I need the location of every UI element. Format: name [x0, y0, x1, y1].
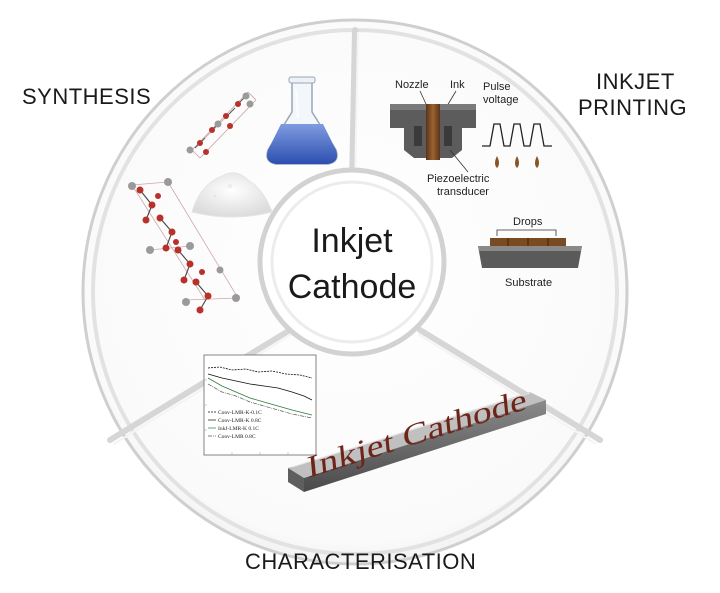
piezo-label-line1: Piezoelectric: [427, 173, 490, 185]
pulse-label-line1: Pulse: [483, 81, 511, 93]
dish-dividers: [107, 27, 603, 443]
section-label-synthesis: SYNTHESIS: [22, 84, 152, 109]
printhead-diagram: Nozzle Ink Piezoelectric transducer: [390, 79, 490, 198]
center-hub-inner: [270, 180, 434, 344]
section-label-characterisation: CHARACTERISATION: [245, 549, 477, 574]
legend-entry-2: Conv-LMR-K 0.8C: [218, 418, 262, 424]
section-label-inkjet-line1: INKJET: [596, 69, 675, 94]
ink-label: Ink: [450, 79, 465, 91]
center-label-line1: Inkjet: [311, 222, 393, 260]
powder-pile: [191, 172, 273, 218]
pulse-voltage-diagram: Pulse voltage: [482, 81, 552, 168]
piezo-label-line2: transducer: [437, 186, 489, 198]
section-label-inkjet-printing: INKJET PRINTING: [578, 69, 687, 121]
flask-icon: [266, 76, 338, 165]
pulse-label-line2: voltage: [483, 94, 518, 106]
substrate-label: Substrate: [505, 277, 552, 289]
legend-entry-3: InkJ-LMR-K 0.1C: [218, 426, 259, 432]
legend-entry-4: Conv-LMR 0.8C: [218, 434, 256, 440]
small-crystal-lattice: [186, 91, 257, 159]
substrate-diagram: Drops Substrate: [478, 216, 582, 289]
plot-legend: Conv-LMR-K-0.1C Conv-LMR-K 0.8C InkJ-LMR…: [208, 410, 262, 440]
legend-entry-1: Conv-LMR-K-0.1C: [218, 410, 262, 416]
section-label-inkjet-line2: PRINTING: [578, 95, 688, 120]
performance-plot: Conv-LMR-K-0.1C Conv-LMR-K 0.8C InkJ-LMR…: [203, 354, 317, 456]
large-crystal-lattice: [128, 178, 240, 314]
drops-label: Drops: [513, 216, 543, 228]
nozzle-label: Nozzle: [395, 79, 429, 91]
center-label-line2: Cathode: [288, 268, 417, 306]
